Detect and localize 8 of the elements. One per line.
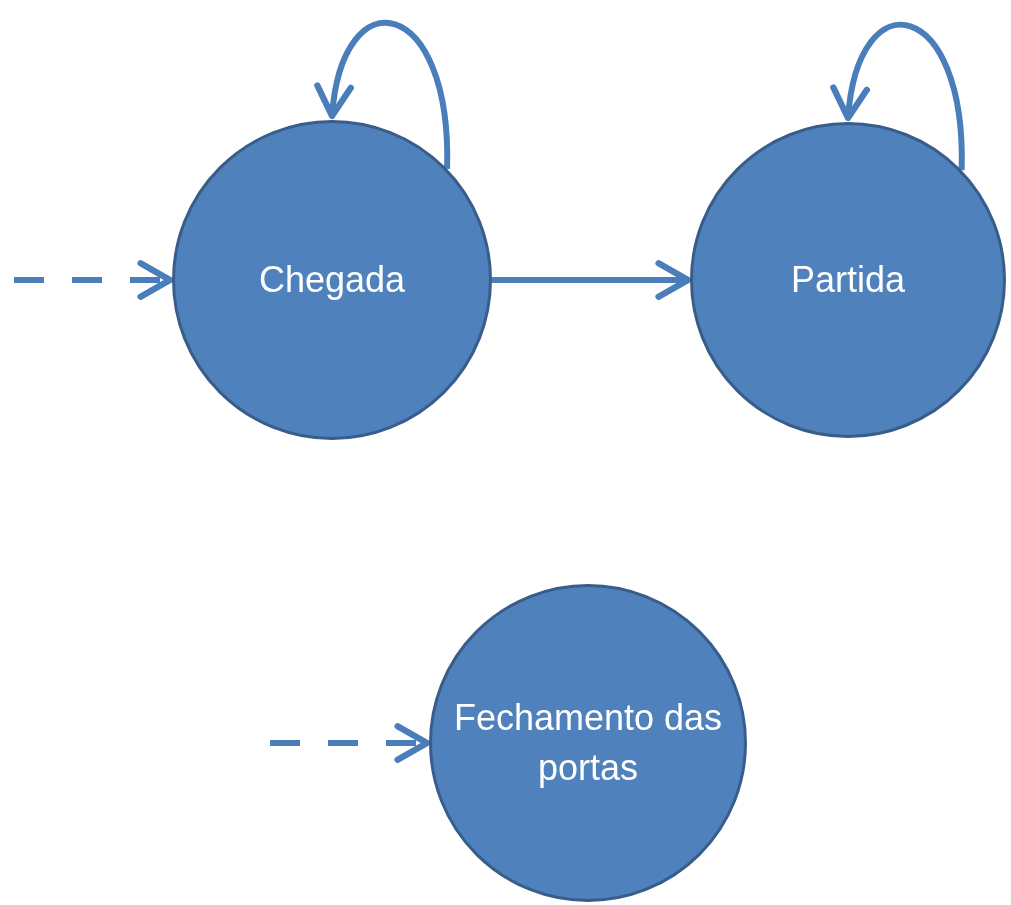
arrow [14,260,174,300]
state-label: Chegada [257,257,407,302]
arrow [492,260,692,300]
arrow [270,723,431,763]
arrow [316,20,451,169]
state-label: Fechamento das portas [452,695,724,790]
state-label: Partida [789,257,907,302]
arrow [832,22,965,171]
